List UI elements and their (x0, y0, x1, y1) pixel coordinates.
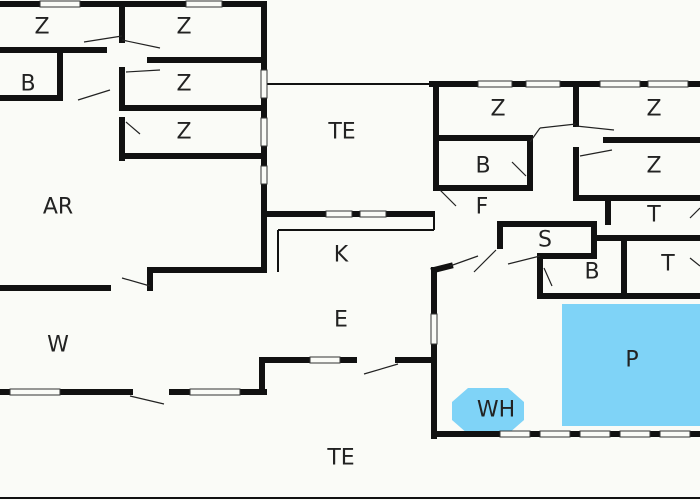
windows (9, 0, 691, 438)
doors (77, 35, 700, 405)
room-label-z6: Z (646, 97, 661, 122)
room-label-p: P (625, 348, 638, 373)
room-label-ar: AR (43, 195, 73, 220)
room-label-z5: Z (490, 97, 505, 122)
room-label-te-upper: TE (327, 120, 355, 145)
room-label-wh: WH (477, 398, 515, 423)
room-label-z3: Z (176, 72, 191, 97)
room-label-k: K (334, 243, 349, 268)
room-label-b1: B (20, 72, 35, 97)
room-label-t1: T (646, 203, 661, 228)
room-label-z2: Z (176, 15, 191, 40)
room-labels: Z Z B Z Z AR TE Z Z B Z F T K S B T E W … (20, 15, 675, 471)
room-label-b2: B (475, 154, 490, 179)
whirlpool (452, 388, 524, 434)
room-label-z4: Z (176, 120, 191, 145)
room-label-s: S (538, 228, 552, 253)
room-label-t2: T (660, 252, 675, 277)
room-label-e: E (334, 308, 348, 333)
room-label-te-lower: TE (326, 446, 354, 471)
pool (562, 304, 700, 426)
room-label-z1: Z (34, 15, 49, 40)
room-label-b3: B (584, 260, 599, 285)
room-label-f: F (476, 195, 489, 220)
room-label-w: W (47, 333, 69, 358)
room-label-z7: Z (646, 154, 661, 179)
